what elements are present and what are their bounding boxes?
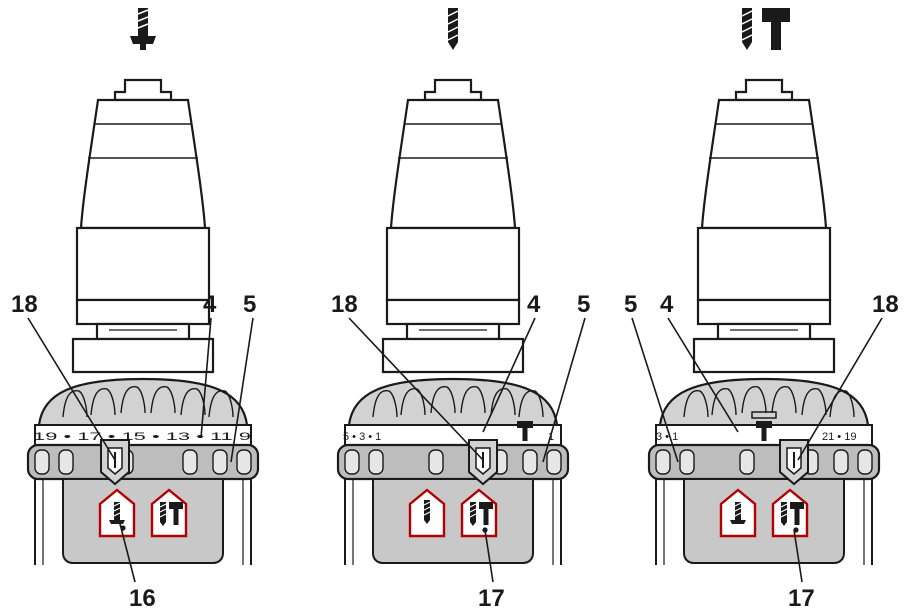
callout-5: 5 bbox=[243, 291, 256, 318]
callout-5: 5 bbox=[624, 291, 637, 318]
panel-drilling: 5 • 3 • 1 1 18 4 5 17 bbox=[331, 8, 590, 612]
callout-4: 4 bbox=[203, 291, 217, 318]
torque-scale: 19 • 17 • 15 • 13 • 11 9 bbox=[33, 431, 251, 443]
callout-18: 18 bbox=[872, 291, 899, 318]
torque-scale: 5 • 3 • 1 bbox=[343, 431, 381, 443]
callout-18: 18 bbox=[331, 291, 358, 318]
screw-bit-icon bbox=[130, 8, 156, 50]
torque-scale-right: 21 • 19 bbox=[822, 431, 856, 443]
callout-4: 4 bbox=[660, 291, 674, 318]
callout-16: 16 bbox=[129, 585, 156, 612]
callout-5: 5 bbox=[577, 291, 590, 318]
hammer-drill-icon bbox=[741, 8, 790, 50]
panel-hammer-drilling: 3 • 1 21 • 19 5 4 18 17 bbox=[624, 8, 899, 612]
callout-17: 17 bbox=[788, 585, 815, 612]
hammer-drill-mode-button[interactable] bbox=[460, 488, 498, 538]
callout-17: 17 bbox=[478, 585, 505, 612]
drill-bit-icon bbox=[447, 8, 459, 50]
callout-4: 4 bbox=[527, 291, 541, 318]
callout-18: 18 bbox=[11, 291, 38, 318]
hammer-symbol bbox=[517, 421, 533, 441]
torque-scale: 3 • 1 bbox=[656, 431, 678, 443]
hammer-symbol bbox=[751, 411, 777, 441]
panel-screwdriving: 19 • 17 • 15 • 13 • 11 9 18 4 5 16 bbox=[11, 8, 260, 612]
